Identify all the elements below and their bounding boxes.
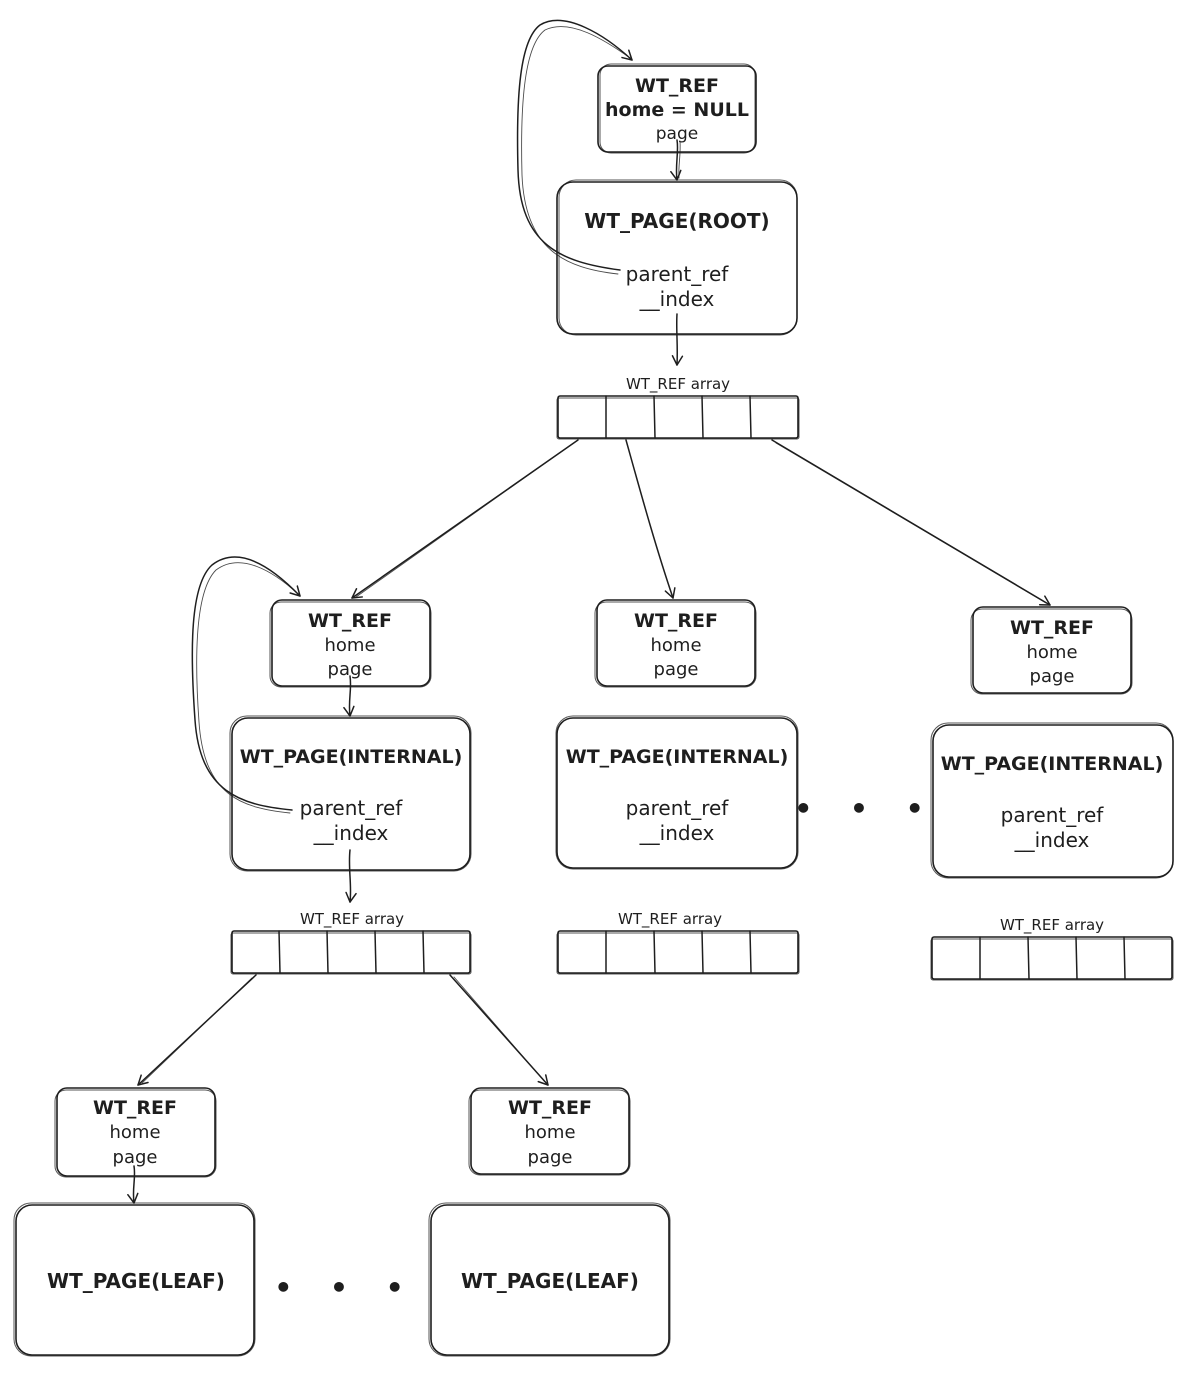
ref-array-c: WT_REF array [930, 916, 1174, 981]
leaf-ellipsis: • • • [274, 1271, 417, 1304]
internal-ellipsis: • • • [794, 792, 937, 825]
ref-c-title: WT_REF [1010, 617, 1094, 639]
internal-page-c: WT_PAGE(INTERNAL) parent_ref __index [930, 722, 1174, 879]
ref-array-b: WT_REF array [556, 910, 800, 975]
root-page-title: WT_PAGE(ROOT) [584, 209, 769, 233]
leaf-a-title: WT_PAGE(LEAF) [47, 1269, 225, 1293]
leaf-ref-b-home: home [524, 1122, 575, 1143]
leaf-page-b: WT_PAGE(LEAF) [428, 1202, 671, 1357]
arrow-root-parent-ref [516, 19, 633, 271]
internal-page-b: WT_PAGE(INTERNAL) parent_ref __index [555, 715, 799, 870]
leaf-page-a: WT_PAGE(LEAF) [13, 1202, 256, 1357]
ref-b-home: home [650, 635, 701, 656]
arrow-page-a-index-to-array [345, 849, 357, 903]
page-c-title: WT_PAGE(INTERNAL) [941, 753, 1164, 775]
leaf-ref-b-page: page [528, 1147, 573, 1168]
page-b-title: WT_PAGE(INTERNAL) [566, 746, 789, 768]
root-ref-array: WT_REF array [556, 375, 800, 440]
ref-node-c: WT_REF home page [970, 606, 1133, 695]
page-a-index: __index [313, 821, 389, 845]
array-c-label: WT_REF array [1000, 916, 1104, 935]
page-c-index: __index [1014, 828, 1090, 852]
page-c-parent-ref: parent_ref [1001, 803, 1105, 827]
leaf-ref-b-title: WT_REF [508, 1097, 592, 1119]
page-b-index: __index [639, 821, 715, 845]
ref-array-a: WT_REF array [230, 910, 472, 975]
root-page-node: WT_PAGE(ROOT) parent_ref __index [556, 179, 798, 336]
root-ref-home: home = NULL [605, 99, 749, 121]
ref-a-title: WT_REF [308, 610, 392, 632]
leaf-ref-node-b: WT_REF home page [468, 1087, 631, 1176]
arrow-leaf-ref-a-to-leaf-page-a [127, 1165, 139, 1204]
page-a-title: WT_PAGE(INTERNAL) [240, 746, 463, 768]
ref-b-title: WT_REF [634, 610, 718, 632]
ref-c-page: page [1030, 666, 1075, 687]
ref-c-home: home [1026, 642, 1077, 663]
leaf-ref-node-a: WT_REF home page [54, 1087, 217, 1178]
page-a-parent-ref: parent_ref [300, 796, 404, 820]
leaf-ref-a-page: page [113, 1147, 158, 1168]
arrow-page-a-parent-ref [191, 556, 301, 811]
page-b-parent-ref: parent_ref [626, 796, 730, 820]
root-ref-page: page [656, 124, 698, 144]
root-page-parent-ref: parent_ref [626, 262, 730, 286]
ref-node-b: WT_REF home page [594, 599, 757, 688]
root-array-label: WT_REF array [626, 375, 730, 394]
arrows [127, 19, 1051, 1204]
ref-b-page: page [654, 659, 699, 680]
leaf-b-title: WT_PAGE(LEAF) [461, 1269, 639, 1293]
root-ref-title: WT_REF [635, 75, 719, 97]
leaf-ref-a-title: WT_REF [93, 1097, 177, 1119]
internal-page-a: WT_PAGE(INTERNAL) parent_ref __index [229, 715, 472, 872]
ref-a-page: page [328, 659, 373, 680]
arrow-ref-a-to-page-a [343, 675, 355, 717]
arrow-root-array-to-ref-b [625, 439, 676, 599]
root-ref-node: WT_REF home = NULL page [597, 63, 757, 154]
ref-node-a: WT_REF home page [269, 599, 432, 688]
arrow-root-ref-to-root-page [670, 139, 682, 181]
array-b-label: WT_REF array [618, 910, 722, 929]
ref-a-home: home [324, 635, 375, 656]
arrow-root-index-to-array [671, 313, 684, 366]
array-a-label: WT_REF array [300, 910, 404, 929]
root-page-index: __index [639, 287, 715, 311]
leaf-ref-a-home: home [109, 1122, 160, 1143]
